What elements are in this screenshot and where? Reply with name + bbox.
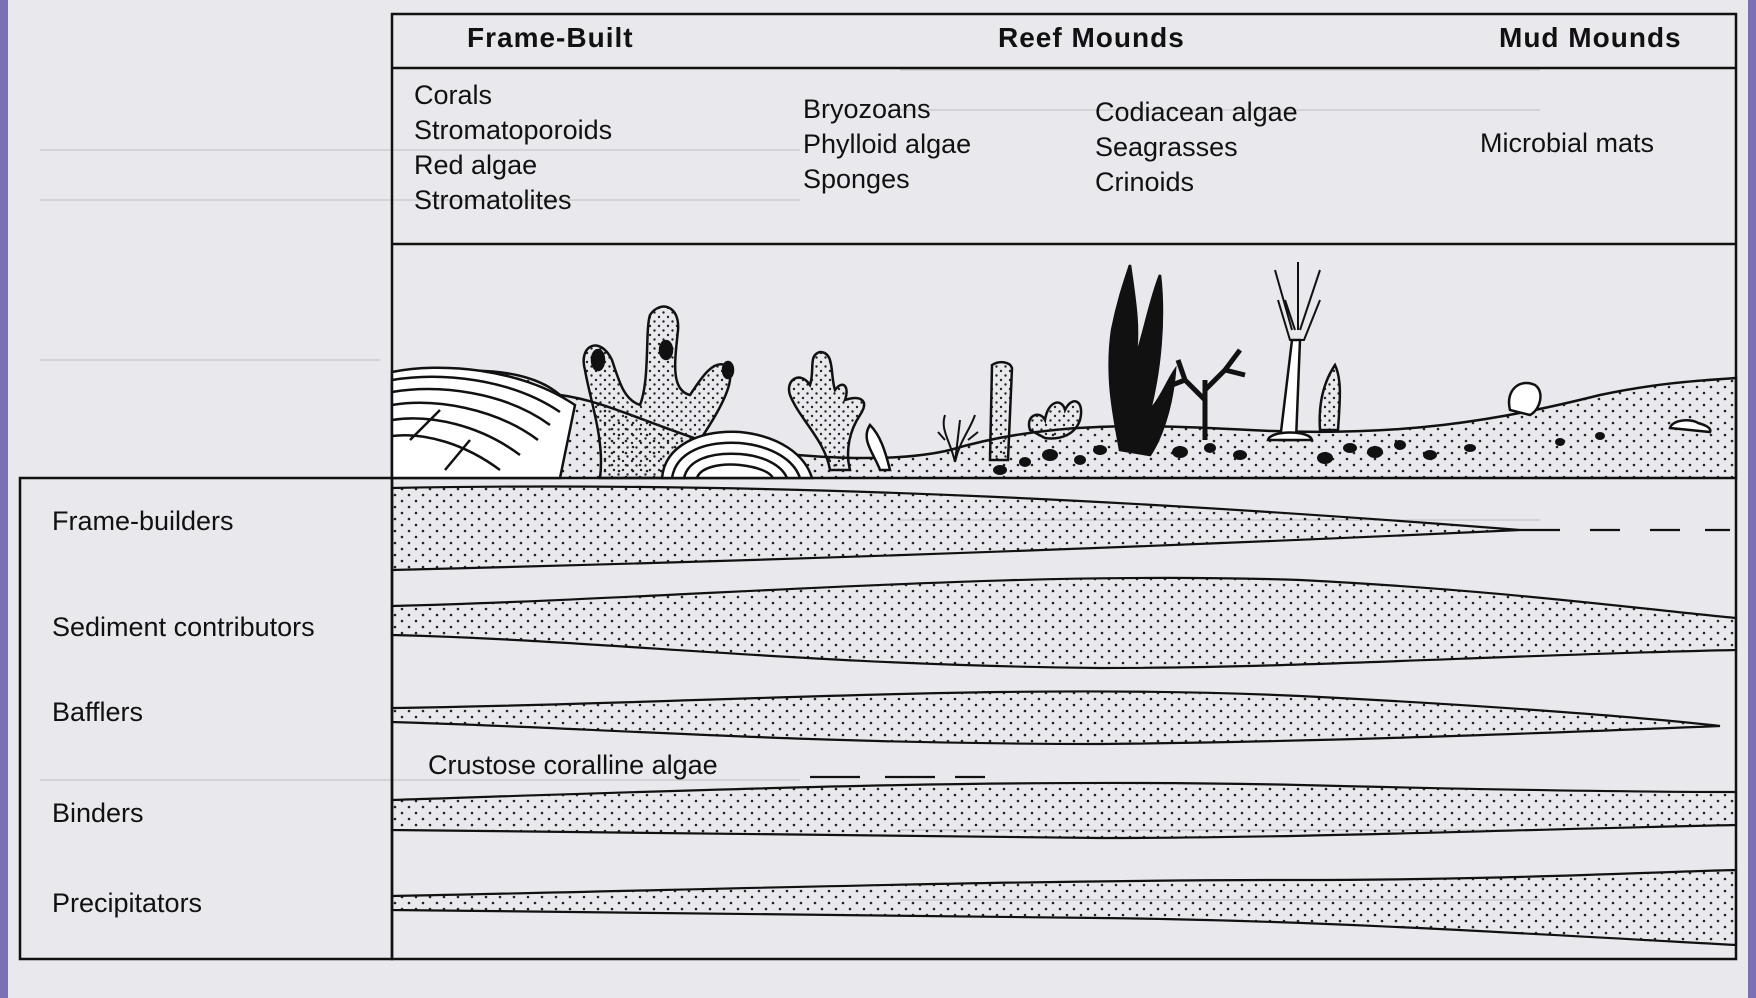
organisms-frame-built: Corals Stromatoporoids Red algae Stromat… xyxy=(414,78,612,218)
organism-item: Phylloid algae xyxy=(803,127,971,162)
band-precipitators xyxy=(392,870,1736,945)
annotation-crustose-coralline: Crustose coralline algae xyxy=(428,750,718,781)
organisms-mud-mounds: Microbial mats xyxy=(1480,126,1654,161)
organism-item: Sponges xyxy=(803,162,971,197)
row-label-sediment-contributors: Sediment contributors xyxy=(52,612,315,643)
row-label-binders: Binders xyxy=(52,798,144,829)
row-label-bafflers: Bafflers xyxy=(52,697,143,728)
small-coral xyxy=(1320,365,1340,430)
header-reef-mounds: Reef Mounds xyxy=(998,22,1185,54)
organisms-reef-mounds-b: Codiacean algae Seagrasses Crinoids xyxy=(1095,95,1298,200)
organisms-reef-mounds-a: Bryozoans Phylloid algae Sponges xyxy=(803,92,971,197)
row-label-precipitators: Precipitators xyxy=(52,888,202,919)
header-frame-built: Frame-Built xyxy=(467,22,634,54)
organism-item: Stromatoporoids xyxy=(414,113,612,148)
organism-item: Crinoids xyxy=(1095,165,1298,200)
bryozoan xyxy=(789,352,864,470)
organism-item: Codiacean algae xyxy=(1095,95,1298,130)
organism-item: Seagrasses xyxy=(1095,130,1298,165)
header-mud-mounds: Mud Mounds xyxy=(1499,22,1682,54)
range-bands xyxy=(392,486,1736,945)
organism-item: Microbial mats xyxy=(1480,126,1654,161)
organism-item: Stromatolites xyxy=(414,183,612,218)
bleed-through-texture xyxy=(40,70,1540,900)
band-frame-builders xyxy=(392,486,1520,570)
band-sediment-contributors xyxy=(392,578,1736,668)
organism-item: Red algae xyxy=(414,148,612,183)
organism-item: Corals xyxy=(414,78,612,113)
band-binders xyxy=(392,783,1736,838)
organism-item: Bryozoans xyxy=(803,92,971,127)
reef-illustration xyxy=(392,262,1736,478)
sponge xyxy=(990,362,1012,460)
crinoid xyxy=(1280,340,1300,440)
microbial-mat xyxy=(1509,383,1540,415)
row-label-frame-builders: Frame-builders xyxy=(52,506,234,537)
band-bafflers xyxy=(392,691,1720,744)
